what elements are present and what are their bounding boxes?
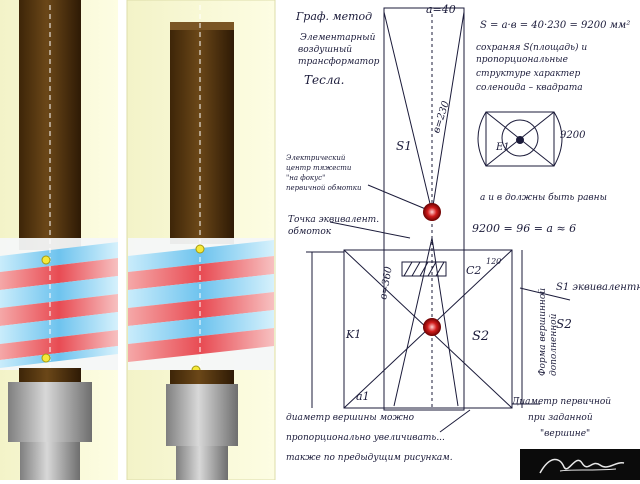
base-cap <box>8 382 92 442</box>
base-cap <box>166 384 238 446</box>
rod-upper <box>170 22 234 244</box>
hatched-block <box>401 261 447 277</box>
bottom-left-1: диаметр вершины можно <box>286 413 415 423</box>
area-formula: S = а·в = 40·230 = 9200 мм² <box>480 20 630 31</box>
keep-note-4: соленоида – квадрата <box>476 83 583 93</box>
coil-illustration-left <box>0 0 118 480</box>
label-e: E1 <box>495 142 510 153</box>
label-s1-top: S1 <box>396 139 412 153</box>
title-line-2: Элементарный <box>300 33 376 43</box>
coil-illustration-right <box>126 0 276 480</box>
title-line-1: Граф. метод <box>295 10 372 23</box>
marker-top <box>41 255 51 265</box>
title-line-5: Тесла. <box>304 73 344 87</box>
outer-rectangle <box>383 7 465 411</box>
keep-note-3: структуре характер <box>476 69 580 79</box>
label-k: K1 <box>345 328 361 341</box>
bottom-right-1: Диаметр первичной <box>511 397 611 407</box>
eq-point-1: Точка эквивалент. <box>288 215 379 225</box>
annotation-line-4: первичной обмотки <box>286 184 362 192</box>
hatching <box>403 261 445 277</box>
bottom-right-2: при заданной <box>528 413 593 423</box>
marker-bottom <box>41 353 51 363</box>
equivalent-square <box>343 249 513 409</box>
annotation-line-2: центр тяжести <box>286 164 352 172</box>
label-c: C2 <box>466 264 481 277</box>
dim-top-label: а=40 <box>426 3 456 16</box>
bottom-right-3: "вершине" <box>540 429 590 439</box>
coil-windings <box>0 242 118 368</box>
label-s2-center: S2 <box>472 329 489 344</box>
small-core-dot <box>516 136 524 144</box>
label-s1-right: S1 эквивалентна <box>556 282 640 293</box>
upper-core-dot <box>423 203 441 221</box>
upper-cone <box>383 11 465 213</box>
marker-top <box>195 244 205 254</box>
equation: 9200 = 96 = а ≈ 6 <box>472 222 576 235</box>
label-b-230: в=230 <box>431 99 452 135</box>
small-square <box>485 111 555 167</box>
label-a1: a1 <box>356 390 370 403</box>
label-s2-right: S2 <box>556 317 572 331</box>
rod-lower <box>170 370 234 384</box>
keep-note-1: сохраняя S(площадь) и <box>476 42 587 53</box>
rod-lower <box>19 368 81 382</box>
a-b-equal-note: а и в должны быть равны <box>480 192 607 203</box>
base-stem <box>20 442 80 480</box>
annotation-line-3: "на фокус" <box>286 174 325 182</box>
vertical-label-1: Форма вершинной <box>538 288 548 376</box>
area-value: 9200 <box>560 130 586 141</box>
label-c-value: 120 <box>486 257 501 266</box>
eq-point-2: обмоток <box>288 226 332 237</box>
title-line-4: трансформатор <box>298 57 380 67</box>
keep-note-2: пропорциональные <box>476 55 568 65</box>
title-line-3: воздушный <box>298 45 352 55</box>
base-stem <box>176 446 228 480</box>
vertical-label-2: дополненной <box>549 313 559 376</box>
annotation-line-1: Электрический <box>286 154 346 162</box>
lower-core-dot <box>423 318 441 336</box>
bottom-left-2: пропорционально увеличивать... <box>286 433 445 443</box>
signature-scribble <box>539 458 625 474</box>
signature-stamp <box>520 449 640 480</box>
coil-windings <box>128 240 274 362</box>
bottom-left-3: также по предыдущим рисункам. <box>286 453 453 463</box>
